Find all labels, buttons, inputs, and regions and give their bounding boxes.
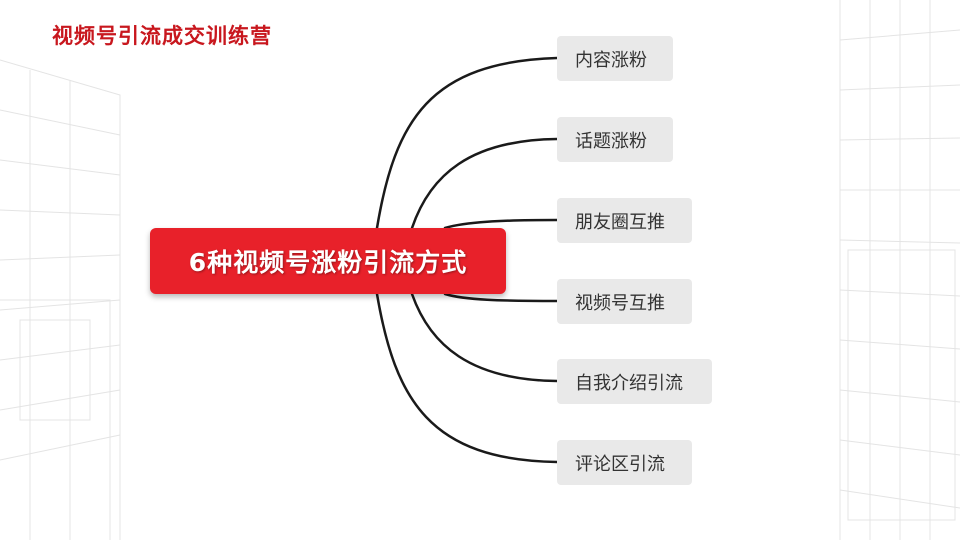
branch-node-moments-cross-promo: 朋友圈互推	[557, 198, 692, 243]
connector-3	[443, 218, 559, 230]
connector-2	[410, 137, 559, 230]
branch-node-self-intro-traffic: 自我介绍引流	[557, 359, 712, 404]
branch-node-content-growth: 内容涨粉	[557, 36, 673, 81]
connector-1	[375, 56, 559, 230]
branch-node-comment-traffic: 评论区引流	[557, 440, 692, 485]
connector-5	[410, 292, 559, 383]
branch-node-channels-cross-promo: 视频号互推	[557, 279, 692, 324]
connector-4	[443, 292, 559, 303]
connector-6	[375, 292, 559, 464]
central-topic-node: 6种视频号涨粉引流方式	[150, 228, 506, 294]
slide-title: 视频号引流成交训练营	[52, 24, 272, 48]
branch-node-topic-growth: 话题涨粉	[557, 117, 673, 162]
